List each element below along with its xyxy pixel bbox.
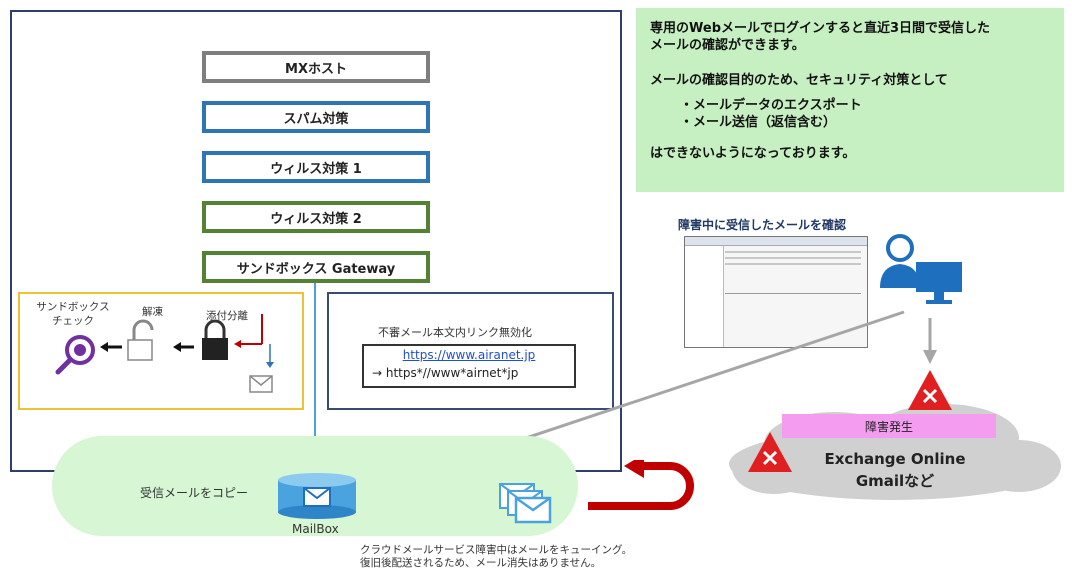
- original-url: https://www.airanet.jp: [402, 348, 536, 362]
- outage-arrowhead: [923, 350, 937, 364]
- webmail-screenshot: [684, 236, 868, 348]
- screenshot-row: [725, 257, 861, 259]
- unlock-label: 解凍: [142, 306, 163, 318]
- arrow-left-icon-2: [173, 342, 194, 352]
- webmail-note: 専用のWebメールでログインすると直近3日間で受信した メールの確認ができます。…: [636, 8, 1064, 192]
- virus-check-icon: [55, 335, 95, 375]
- cloud-service-line-2: Gmailなど: [855, 472, 935, 490]
- note-line-2: メールの確認ができます。: [650, 38, 805, 53]
- arrow-left-icon: [100, 342, 122, 352]
- stage-mx-host: MXホスト: [202, 51, 430, 83]
- screenshot-sidebar: [685, 246, 724, 347]
- stage-virus-2: ウィルス対策 2: [202, 201, 430, 233]
- mailbox-cylinder-icon: [278, 473, 356, 519]
- redelivery-arrow-icon: [588, 460, 694, 510]
- unlocked-icon: [127, 319, 154, 361]
- mail-envelope-icon: [249, 375, 273, 393]
- attach-separate-label: 添付分離: [206, 310, 248, 322]
- stage-spam-filter: スパム対策: [202, 101, 430, 133]
- note-bullet-2: ・メール送信（返信含む）: [680, 115, 837, 130]
- link-neutralize-box: [327, 292, 614, 410]
- locked-icon: [202, 319, 228, 360]
- separate-arrow-icon: [234, 314, 274, 368]
- note-line-4: はできないようになっております。: [650, 146, 856, 161]
- sandbox-check-label: サンドボックス チェック: [36, 301, 110, 327]
- stage-sandbox-gateway: サンドボックス Gateway: [202, 251, 430, 283]
- user-pc-icon: [880, 234, 962, 304]
- footer-line-1: クラウドメールサービス障害中はメールをキューイング。: [360, 544, 633, 556]
- viewer-caption: 障害中に受信したメールを確認: [678, 218, 847, 232]
- footer-line-2: 復旧後配送されるため、メール消失はありません。: [360, 557, 602, 569]
- stage-virus-1: ウィルス対策 1: [202, 151, 430, 183]
- copy-label: 受信メールをコピー: [140, 486, 249, 500]
- outage-banner: 障害発生: [782, 414, 996, 438]
- link-example-box: [362, 344, 576, 388]
- warning-icon: [908, 370, 952, 410]
- sandbox-icons: [55, 314, 274, 393]
- note-bullet-1: ・メールデータのエクスポート: [680, 98, 862, 113]
- screenshot-divider: [725, 293, 861, 294]
- sandbox-process-box: [18, 292, 304, 410]
- queued-mail-icon: [499, 483, 552, 524]
- warning-icon-2: [748, 432, 792, 472]
- screenshot-row: [725, 251, 861, 253]
- note-line-1: 専用のWebメールでログインすると直近3日間で受信した: [650, 21, 991, 36]
- disabled-url: → https*//www*airnet*jp: [372, 366, 519, 380]
- mailbox-name: MailBox: [292, 522, 339, 536]
- cloud-service-line-1: Exchange Online: [824, 450, 966, 468]
- link-neutralize-title: 不審メール本文内リンク無効化: [378, 326, 532, 339]
- note-line-3: メールの確認目的のため、セキュリティ対策として: [650, 73, 948, 88]
- screenshot-row: [725, 263, 861, 265]
- screenshot-toolbar: [685, 237, 867, 246]
